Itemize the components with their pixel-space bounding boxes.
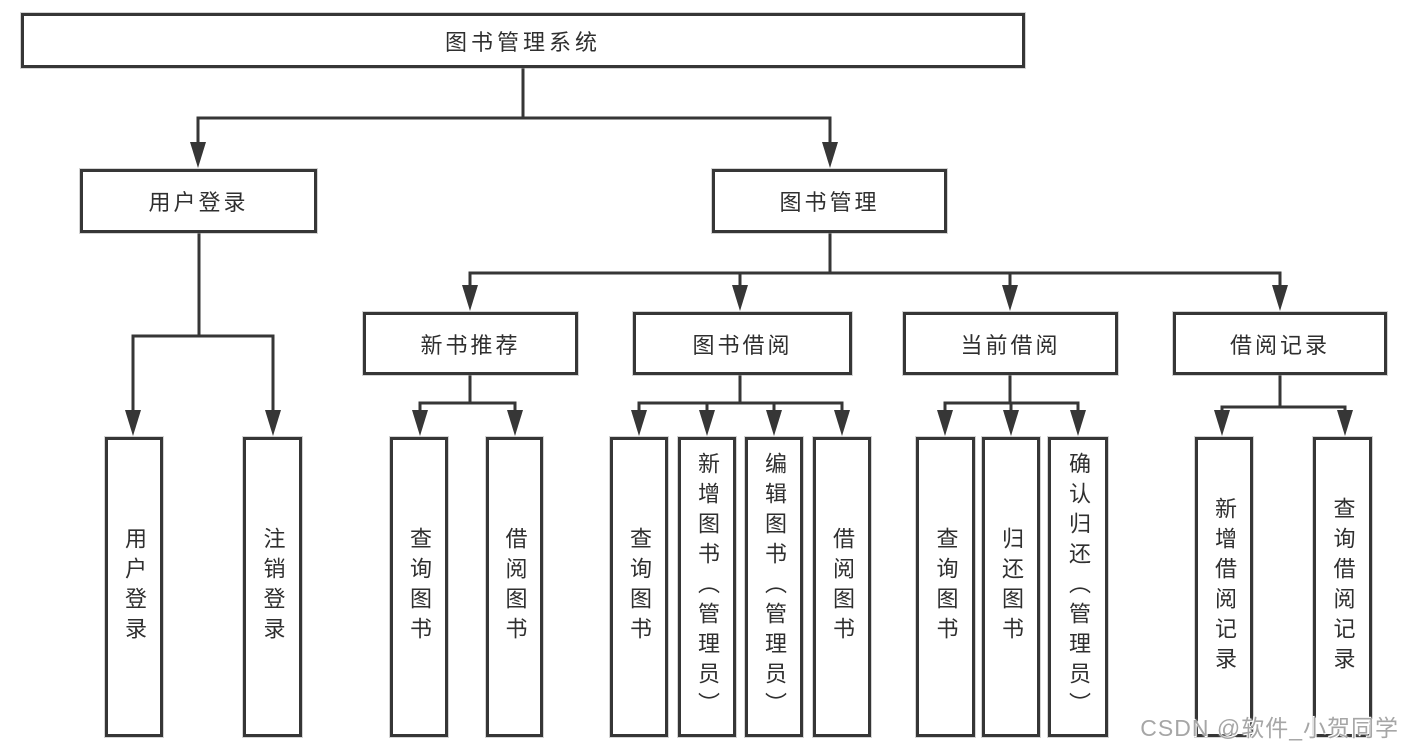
leaf-logout: 注销登录 <box>243 437 302 737</box>
node-library-management-system: 图书管理系统 <box>21 13 1025 68</box>
node-current-borrowing: 当前借阅 <box>903 312 1118 375</box>
connector-newbook-to-leaves <box>418 375 517 414</box>
node-user-login-label: 用户登录 <box>148 190 249 215</box>
csdn-watermark: CSDN @软件_小贺同学 <box>1140 715 1399 741</box>
arrowheads-currentborrow <box>937 410 1086 436</box>
node-book-management: 图书管理 <box>712 169 947 233</box>
leaf-query-borrow-record-label: 查询借阅记录 <box>1330 497 1356 677</box>
node-new-book-recommend: 新书推荐 <box>363 312 578 375</box>
leaf-add-books-admin-label: 新增图书（管理员） <box>695 452 720 722</box>
arrowheads-record <box>1214 410 1353 436</box>
arrowheads-userlogin <box>125 410 281 436</box>
leaf-return-books: 归还图书 <box>982 437 1040 737</box>
connector-record-to-leaves <box>1220 375 1347 414</box>
leaf-borrow-query-books: 查询图书 <box>610 437 668 737</box>
leaf-confirm-return-admin: 确认归还（管理员） <box>1048 437 1108 737</box>
arrowheads-newbook <box>412 410 523 436</box>
leaf-borrow-books-label: 借阅图书 <box>830 527 855 647</box>
leaf-user-login-label: 用户登录 <box>122 527 147 647</box>
connector-currentborrow-to-leaves <box>943 375 1080 414</box>
connector-root-to-level2 <box>196 67 832 146</box>
arrowheads-level2 <box>190 142 838 168</box>
leaf-newbook-borrow-books: 借阅图书 <box>486 437 543 737</box>
node-library-management-system-label: 图书管理系统 <box>444 29 601 55</box>
node-borrowing-records-label: 借阅记录 <box>1229 332 1330 358</box>
leaf-return-books-label: 归还图书 <box>999 527 1024 647</box>
leaf-borrow-books: 借阅图书 <box>813 437 871 737</box>
leaf-confirm-return-admin-label: 确认归还（管理员） <box>1066 452 1091 722</box>
leaf-add-borrow-record: 新增借阅记录 <box>1195 437 1253 737</box>
node-user-login: 用户登录 <box>80 169 317 233</box>
node-book-management-label: 图书管理 <box>779 190 880 215</box>
node-book-borrowing: 图书借阅 <box>633 312 852 375</box>
leaf-current-query-books-label: 查询图书 <box>933 527 959 647</box>
leaf-add-books-admin: 新增图书（管理员） <box>678 437 736 737</box>
leaf-edit-books-admin: 编辑图书（管理员） <box>745 437 803 737</box>
node-new-book-recommend-label: 新书推荐 <box>420 332 521 358</box>
connector-bookmgmt-to-level3 <box>468 233 1282 289</box>
leaf-borrow-query-books-label: 查询图书 <box>627 527 652 647</box>
node-book-borrowing-label: 图书借阅 <box>692 332 793 358</box>
leaf-newbook-query-books: 查询图书 <box>390 437 448 737</box>
leaf-edit-books-admin-label: 编辑图书（管理员） <box>762 452 787 722</box>
leaf-add-borrow-record-label: 新增借阅记录 <box>1212 497 1237 677</box>
node-borrowing-records: 借阅记录 <box>1173 312 1387 375</box>
connector-userlogin-to-leaves <box>131 233 275 414</box>
arrowheads-bookborrow <box>631 410 850 436</box>
leaf-user-login: 用户登录 <box>105 437 163 737</box>
leaf-current-query-books: 查询图书 <box>916 437 975 737</box>
leaf-newbook-borrow-books-label: 借阅图书 <box>502 527 528 647</box>
leaf-newbook-query-books-label: 查询图书 <box>407 527 432 647</box>
leaf-logout-label: 注销登录 <box>260 527 286 647</box>
node-current-borrowing-label: 当前借阅 <box>960 332 1061 358</box>
leaf-query-borrow-record: 查询借阅记录 <box>1313 437 1372 737</box>
connector-bookborrow-to-leaves <box>637 375 844 414</box>
arrowheads-level3 <box>462 285 1288 311</box>
